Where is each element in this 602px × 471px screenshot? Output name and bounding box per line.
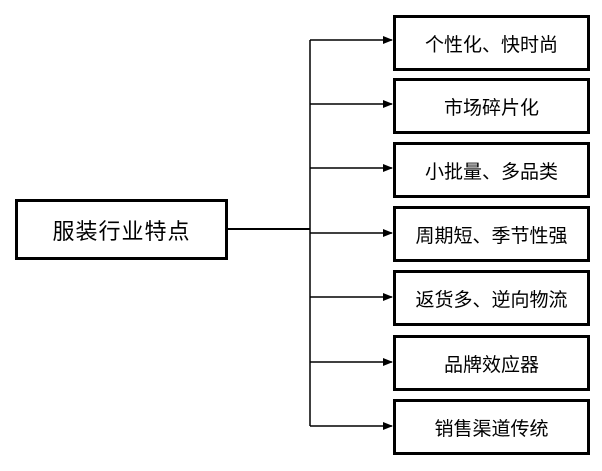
feature-node-small-batch: 小批量、多品类 bbox=[393, 142, 590, 198]
feature-node-market-fragmentation: 市场碎片化 bbox=[393, 78, 590, 134]
root-node: 服装行业特点 bbox=[15, 199, 228, 260]
feature-node-label: 销售渠道传统 bbox=[434, 417, 549, 440]
feature-node-returns: 返货多、逆向物流 bbox=[393, 270, 590, 326]
feature-node-label: 小批量、多品类 bbox=[424, 160, 558, 183]
feature-node-label: 返货多、逆向物流 bbox=[415, 288, 568, 311]
feature-node-label: 周期短、季节性强 bbox=[415, 224, 568, 247]
feature-node-personalization: 个性化、快时尚 bbox=[393, 15, 590, 71]
feature-node-label: 个性化、快时尚 bbox=[424, 33, 558, 56]
feature-node-sales-channels: 销售渠道传统 bbox=[393, 399, 590, 455]
feature-node-brand-effect: 品牌效应器 bbox=[393, 335, 590, 391]
feature-node-label: 品牌效应器 bbox=[443, 353, 539, 376]
feature-node-label: 市场碎片化 bbox=[443, 96, 539, 119]
root-node-label: 服装行业特点 bbox=[52, 219, 191, 245]
feature-node-short-cycle: 周期短、季节性强 bbox=[393, 206, 590, 262]
